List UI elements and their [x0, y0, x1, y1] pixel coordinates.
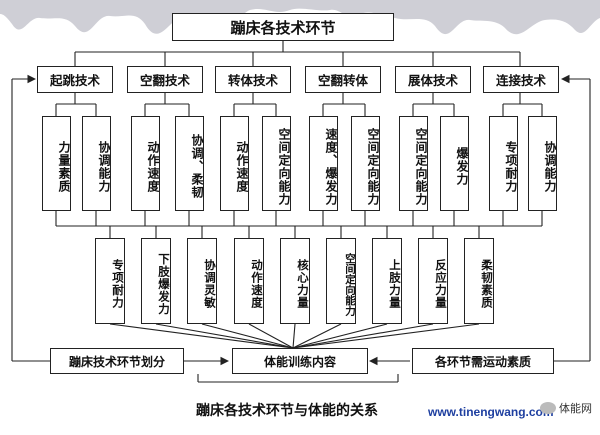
fitness-attribute: 上肢力量 — [372, 238, 402, 324]
fitness-attribute: 动作速度 — [234, 238, 264, 324]
figure-caption: 蹦床各技术环节与体能的关系 — [196, 403, 378, 419]
fitness-attribute: 下肢爆发力 — [141, 238, 171, 324]
technique-connection: 连接技术 — [483, 66, 559, 93]
fitness-training-box: 体能训练内容 — [232, 348, 368, 374]
top-attribute: 空间定向能力 — [262, 116, 291, 211]
diagram-title-box: 蹦床各技术环节 — [172, 13, 394, 41]
top-attribute: 协调能力 — [528, 116, 557, 211]
top-attribute: 空间定向能力 — [351, 116, 380, 211]
technique-twist: 转体技术 — [215, 66, 291, 93]
fitness-attribute: 反应力量 — [418, 238, 448, 324]
technique-somersault-twist: 空翻转体 — [305, 66, 381, 93]
fitness-attribute: 柔韧素质 — [464, 238, 494, 324]
top-attribute: 专项耐力 — [489, 116, 518, 211]
top-attribute: 协调、柔韧 — [175, 116, 204, 211]
fitness-attribute: 协调灵敏 — [187, 238, 217, 324]
top-attribute: 空间定向能力 — [399, 116, 428, 211]
top-attribute: 爆发力 — [440, 116, 469, 211]
site-watermark: www.tinengwang.com — [428, 405, 554, 419]
required-qualities-box: 各环节需运动素质 — [412, 348, 554, 374]
top-attribute: 动作速度 — [131, 116, 160, 211]
fitness-attribute: 专项耐力 — [95, 238, 125, 324]
paint-drip-decoration — [0, 0, 600, 35]
top-attribute: 力量素质 — [42, 116, 71, 211]
technique-somersault: 空翻技术 — [127, 66, 203, 93]
wechat-watermark: 体能网 — [540, 400, 592, 416]
wechat-label: 体能网 — [559, 402, 592, 415]
top-attribute: 动作速度 — [220, 116, 249, 211]
top-attribute: 速度、爆发力 — [309, 116, 338, 211]
technique-layout: 展体技术 — [395, 66, 471, 93]
technique-division-box: 蹦床技术环节划分 — [50, 348, 184, 374]
fitness-attribute: 空间定向能力 — [326, 238, 356, 324]
wechat-icon — [540, 402, 556, 414]
top-attribute: 协调能力 — [82, 116, 111, 211]
fitness-attribute: 核心力量 — [280, 238, 310, 324]
technique-takeoff: 起跳技术 — [37, 66, 113, 93]
